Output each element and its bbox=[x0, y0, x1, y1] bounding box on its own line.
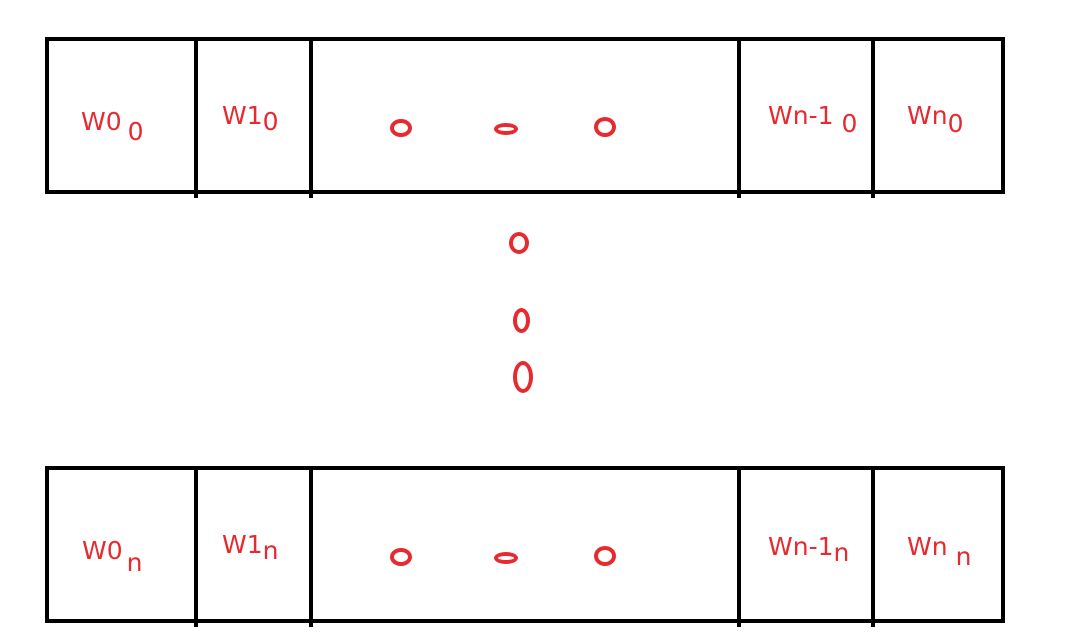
vertical-ellipsis-dot-2 bbox=[513, 308, 530, 333]
bottom-divider-3 bbox=[737, 466, 741, 627]
top-cell-label-wn: Wn0 bbox=[907, 101, 964, 138]
bottom-cell-label-w1: W1n bbox=[222, 530, 279, 565]
top-cell-label-w1: W10 bbox=[222, 101, 279, 136]
bottom-divider-1 bbox=[194, 466, 198, 627]
vertical-ellipsis-dot-1 bbox=[509, 232, 529, 254]
bottom-ellipsis-dot-3 bbox=[594, 546, 616, 566]
top-divider-4 bbox=[871, 37, 875, 198]
top-ellipsis-dot-1 bbox=[390, 119, 412, 137]
vertical-ellipsis-dot-3 bbox=[513, 361, 533, 393]
bottom-cell-label-wn-minus-1: Wn-1n bbox=[768, 532, 850, 567]
top-divider-1 bbox=[194, 37, 198, 198]
top-divider-2 bbox=[309, 37, 313, 198]
top-ellipsis-dot-3 bbox=[594, 117, 616, 137]
bottom-divider-2 bbox=[309, 466, 313, 627]
bottom-divider-4 bbox=[871, 466, 875, 627]
top-ellipsis-dot-2 bbox=[494, 123, 518, 135]
bottom-ellipsis-dot-2 bbox=[494, 552, 518, 564]
bottom-ellipsis-dot-1 bbox=[390, 548, 412, 566]
top-divider-3 bbox=[737, 37, 741, 198]
